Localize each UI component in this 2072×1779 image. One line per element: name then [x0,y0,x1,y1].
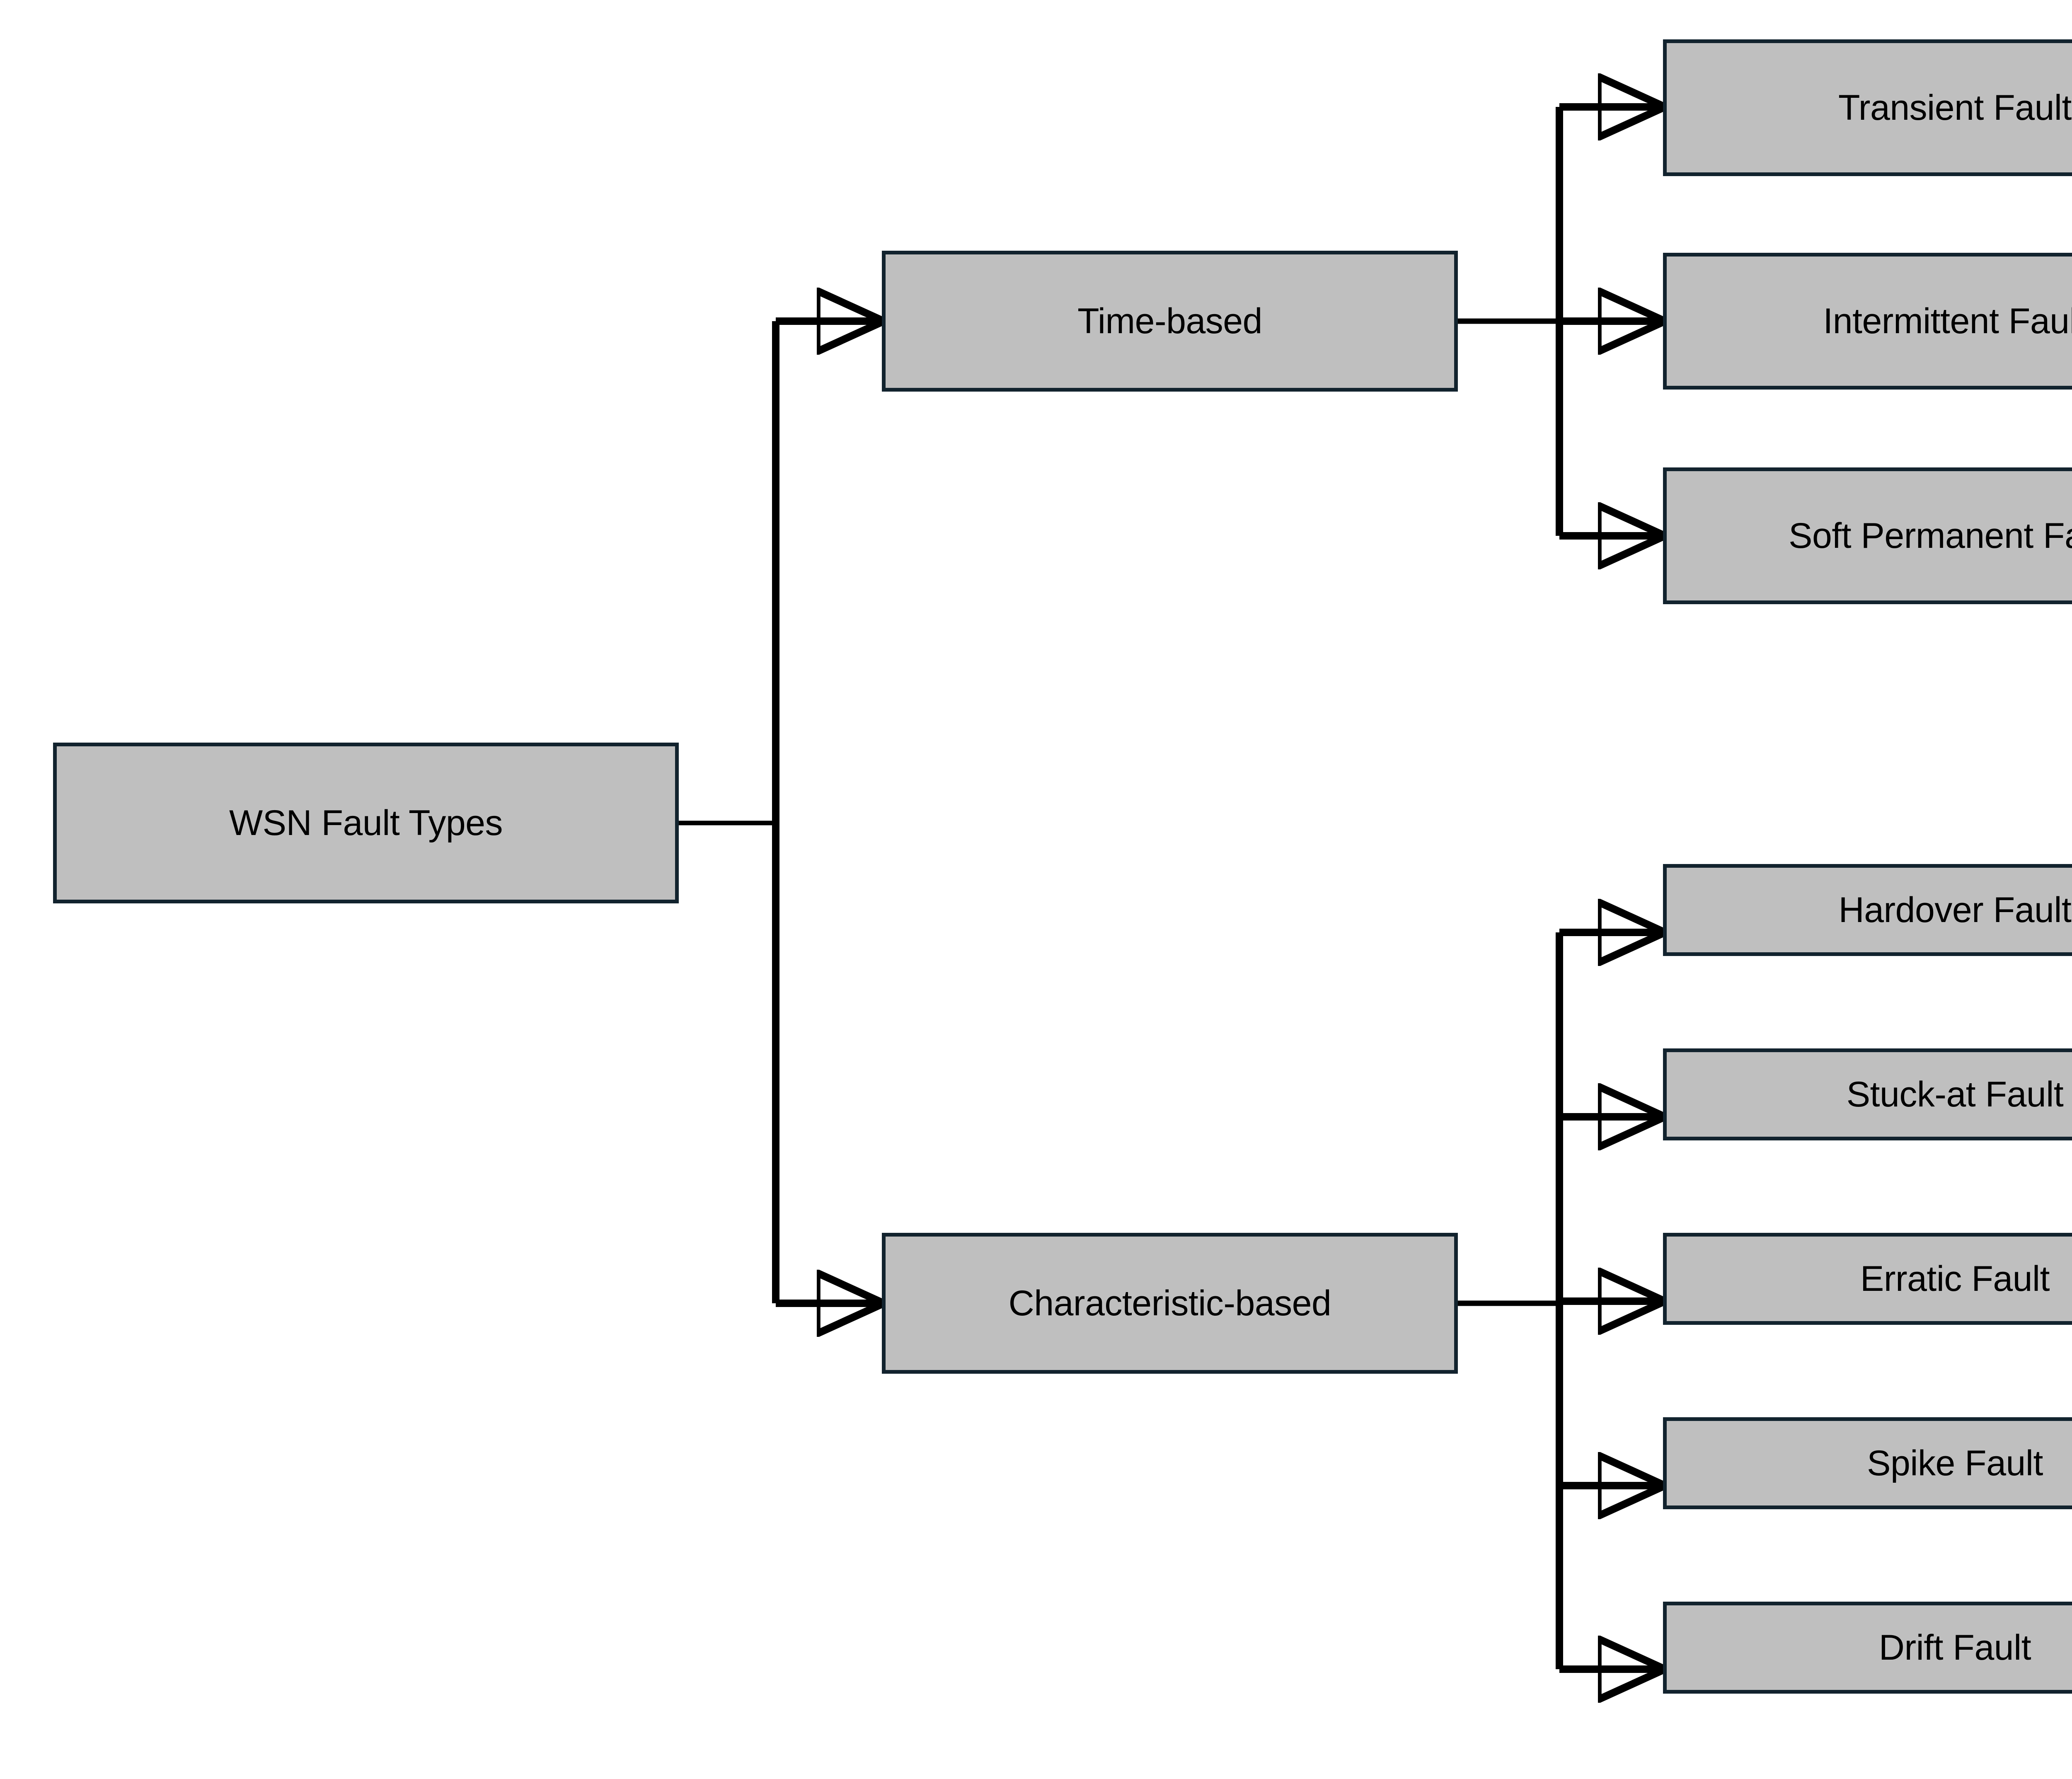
node-label: Soft Permanent Fault [1789,516,2072,556]
node-label: Intermittent Fault [1823,301,2072,341]
node-wsn-fault-types[interactable]: WSN Fault Types [53,743,679,903]
node-time-based[interactable]: Time-based [882,251,1458,392]
node-stuck-at-fault[interactable]: Stuck-at Fault [1663,1048,2072,1140]
node-drift-fault[interactable]: Drift Fault [1663,1602,2072,1694]
node-hardover-fault[interactable]: Hardover Fault [1663,864,2072,956]
node-characteristic-based[interactable]: Characteristic-based [882,1233,1458,1374]
node-label: Spike Fault [1867,1443,2043,1483]
node-erratic-fault[interactable]: Erratic Fault [1663,1233,2072,1325]
node-label: Time-based [1077,301,1262,341]
node-spike-fault[interactable]: Spike Fault [1663,1417,2072,1509]
node-label: WSN Fault Types [229,803,503,843]
node-label: Stuck-at Fault [1846,1074,2064,1114]
node-intermittent-fault[interactable]: Intermittent Fault [1663,253,2072,390]
node-label: Characteristic-based [1008,1283,1331,1323]
node-label: Hardover Fault [1838,890,2072,930]
node-label: Erratic Fault [1860,1259,2050,1299]
node-label: Drift Fault [1878,1627,2031,1668]
node-transient-fault[interactable]: Transient Fault [1663,39,2072,176]
node-label: Transient Fault [1838,87,2072,128]
node-soft-permanent-fault[interactable]: Soft Permanent Fault [1663,467,2072,604]
